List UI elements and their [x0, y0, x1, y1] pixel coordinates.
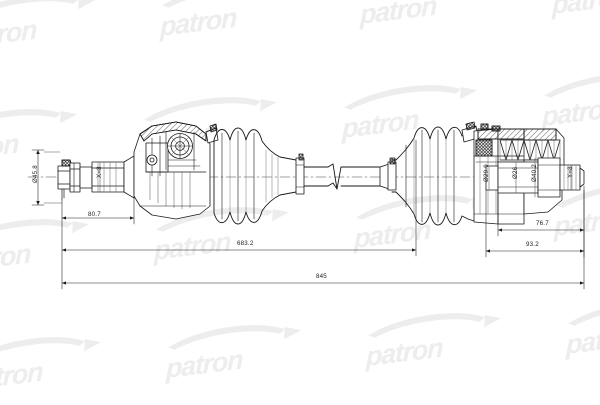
left-boot-clamp	[295, 153, 305, 195]
label-diameter-45-8: Ø45.8	[32, 165, 39, 183]
label-diameter-26: Ø26	[512, 166, 519, 179]
label-diameter-29-9: Ø29.9	[483, 164, 490, 182]
tripod-joint-housing	[461, 121, 565, 225]
label-spline-x8: X=8	[96, 166, 103, 178]
dim-length-76-7	[497, 189, 585, 237]
left-boot-bellows	[213, 127, 301, 225]
label-length-845: 845	[316, 273, 327, 280]
dim-diameter-ticks-right	[488, 157, 572, 198]
label-spline-y8: Y=8	[567, 166, 574, 178]
right-stub-end	[485, 157, 585, 198]
label-length-76-7: 76.7	[536, 220, 549, 227]
dim-length-80-7	[61, 197, 135, 225]
dimension-lines	[31, 139, 585, 290]
dim-length-93-2	[485, 189, 585, 258]
left-cv-joint	[133, 121, 219, 220]
dim-length-683-2	[61, 139, 417, 257]
dim-diameter-45-8	[31, 149, 63, 206]
label-length-80-7: 80.7	[88, 211, 101, 218]
right-boot-bellows	[387, 126, 475, 226]
label-diameter-40-2: Ø40.2	[531, 164, 538, 182]
label-length-93-2: 93.2	[526, 241, 539, 248]
label-length-683-2: 683.2	[237, 240, 254, 247]
